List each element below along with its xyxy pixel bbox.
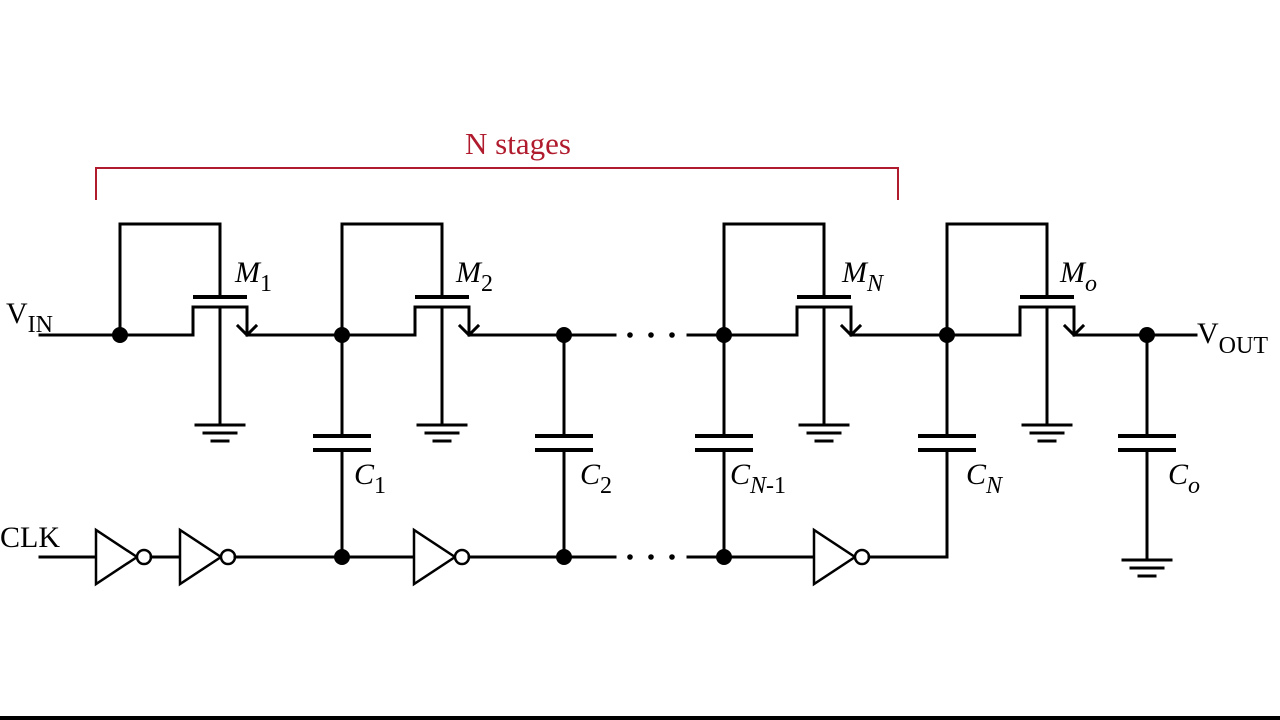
vin-label: VIN — [6, 297, 53, 338]
m1-label: M1 — [234, 256, 272, 297]
capacitor-c2: C2 — [535, 333, 612, 559]
c2-label: C2 — [580, 458, 612, 499]
ellipsis-top — [627, 332, 675, 338]
capacitor-cn: CN — [918, 333, 1004, 559]
inverter-1 — [94, 527, 153, 587]
n-stages-bracket: N stages — [95, 126, 899, 200]
inverter-2 — [178, 527, 237, 587]
inverter-4 — [812, 527, 871, 587]
transistor-mo: Mo — [939, 222, 1097, 443]
bracket-label: N stages — [465, 126, 571, 161]
transistor-m2: M2 — [334, 222, 493, 443]
inverter-3 — [412, 527, 471, 587]
capacitor-cn-1: CN-1 — [695, 333, 786, 559]
mn-label: MN — [841, 256, 885, 297]
c1-label: C1 — [354, 458, 386, 499]
cn-1-label: CN-1 — [730, 458, 786, 499]
ellipsis-bottom — [627, 554, 675, 560]
mo-label: Mo — [1059, 256, 1097, 297]
co-label: Co — [1168, 458, 1200, 499]
clock-line: CLK — [0, 521, 949, 587]
capacitor-c1: C1 — [313, 333, 386, 559]
capacitor-co: Co — [1118, 333, 1200, 578]
transistor-m1: M1 — [112, 222, 272, 443]
clk-label: CLK — [0, 521, 60, 554]
transistor-mn: MN — [716, 222, 885, 443]
m2-label: M2 — [455, 256, 493, 297]
bottom-border — [0, 716, 1280, 720]
input-terminal: VIN — [6, 297, 195, 338]
vout-label: VOUT — [1197, 317, 1268, 359]
cn-label: CN — [966, 458, 1004, 499]
